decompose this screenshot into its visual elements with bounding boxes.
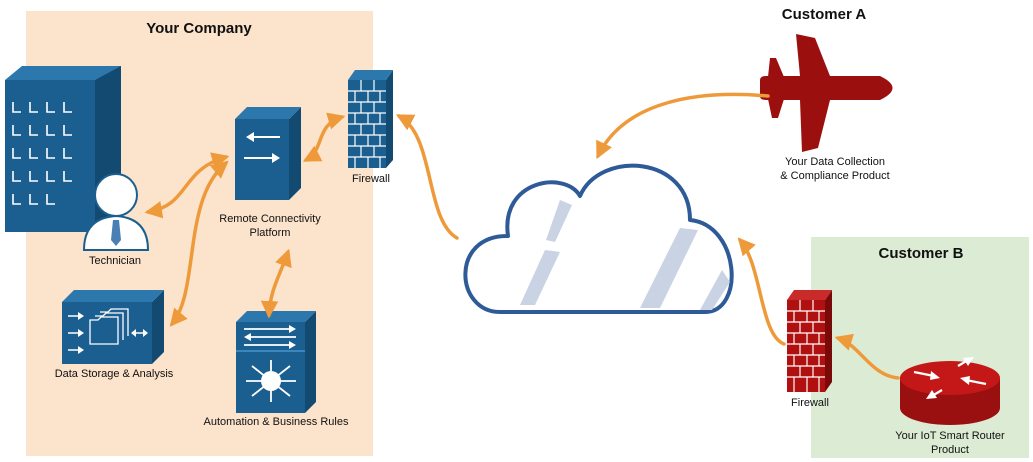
remote-platform-label-line1: Remote Connectivity — [219, 213, 321, 225]
connector-platform-automation — [260, 248, 292, 319]
automation-switch-icon — [236, 311, 316, 413]
customer-b-firewall-icon — [787, 290, 832, 392]
connector-cloud-firewall — [395, 114, 459, 240]
connector-firewall-b-cloud — [737, 237, 786, 346]
automation-label: Automation & Business Rules — [203, 416, 349, 428]
customer-a-product-label-line1: Your Data Collection — [785, 156, 885, 168]
connector-platform-firewall — [302, 112, 346, 162]
customer-a-product-label-line2: & Compliance Product — [780, 170, 890, 182]
customer-a-title: Customer A — [781, 6, 867, 23]
connector-airplane-cloud — [596, 92, 770, 160]
office-building-icon — [5, 66, 121, 232]
technician-label: Technician — [89, 255, 141, 267]
customer-b-firewall-label: Firewall — [791, 397, 829, 409]
data-storage-icon — [62, 290, 164, 364]
company-firewall-icon — [348, 70, 393, 168]
connector-technician-platform — [144, 152, 230, 219]
customer-b-product-label-line2: Product — [931, 444, 969, 456]
remote-connectivity-platform-icon — [235, 107, 301, 200]
connectors — [144, 92, 900, 380]
customer-b-product-label-line1: Your IoT Smart Router — [895, 430, 1005, 442]
internet-cloud-icon — [463, 163, 734, 314]
your-company-title: Your Company — [146, 20, 252, 37]
technician-icon — [82, 173, 150, 251]
connector-router-firewall-b — [834, 333, 900, 380]
airplane-icon — [760, 34, 893, 152]
data-storage-label: Data Storage & Analysis — [54, 368, 174, 380]
customer-b-title: Customer B — [878, 245, 964, 262]
connector-storage-platform — [169, 160, 229, 327]
company-firewall-label: Firewall — [352, 173, 390, 185]
remote-platform-label-line2: Platform — [249, 227, 291, 239]
iot-router-icon — [900, 357, 1000, 425]
